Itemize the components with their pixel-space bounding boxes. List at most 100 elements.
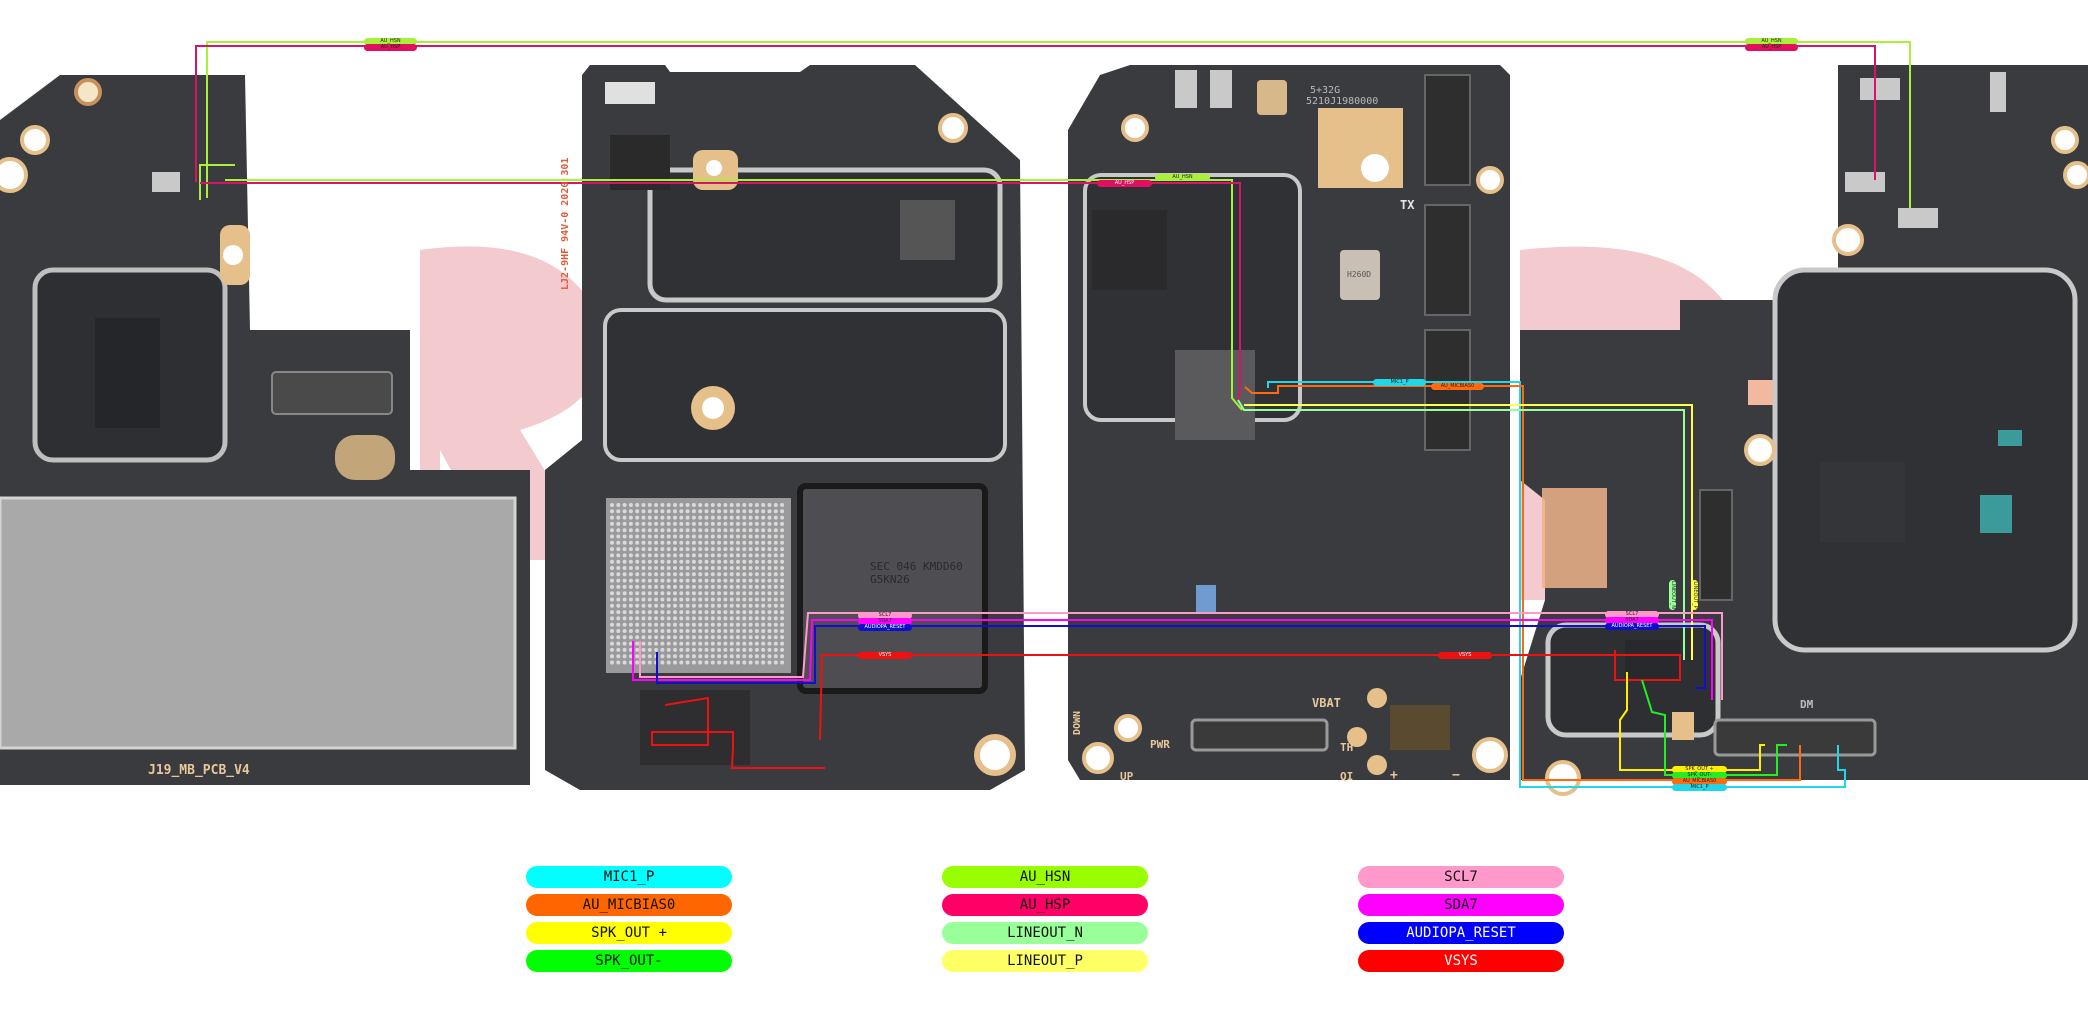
bga-ball [736, 503, 740, 507]
trace-audiopa-reset [656, 625, 1706, 689]
bga-ball [723, 622, 728, 627]
bga-ball [616, 610, 621, 615]
pmic-chip [1820, 462, 1905, 542]
bga-ball [679, 566, 684, 570]
bga-ball [767, 540, 772, 545]
bga-ball [685, 629, 690, 633]
bga-ball [754, 521, 759, 526]
bga-ball [685, 660, 690, 665]
bga-ball [698, 566, 703, 570]
bga-ball [641, 578, 646, 583]
bga-ball [679, 559, 684, 564]
bga-ball [704, 597, 709, 602]
bga-ball [691, 603, 696, 608]
bga-ball [754, 578, 759, 583]
tag-scl7-right: SCL7 [1605, 611, 1659, 618]
tag-lineout-n: LINEOUT_N [1669, 580, 1676, 610]
trace-spk-out-n [1641, 679, 1787, 776]
bga-ball [673, 559, 677, 564]
bga-ball [780, 521, 785, 526]
bga-ball [723, 534, 728, 539]
bga-ball [673, 521, 677, 526]
bga-ball [691, 641, 696, 646]
bga-ball [698, 635, 703, 640]
bga-ball [704, 528, 709, 533]
silk-minus: − [1452, 768, 1460, 783]
mount-hole [1744, 434, 1776, 466]
bga-ball [704, 610, 709, 615]
bga-ball [748, 641, 753, 646]
silk-down: DOWN [1072, 710, 1083, 735]
bga-ball [710, 553, 715, 558]
bga-ball [742, 578, 747, 583]
bga-ball [666, 553, 671, 558]
bga-ball [647, 597, 652, 602]
bga-ball [666, 566, 671, 570]
bga-ball [628, 660, 633, 665]
mount-hole [1832, 224, 1864, 256]
bga-ball [717, 578, 722, 583]
mount-hole [1114, 714, 1142, 742]
bga-ball [761, 521, 766, 526]
bga-ball [635, 572, 640, 577]
bga-ball [691, 534, 696, 539]
bga-ball [698, 521, 703, 526]
connector-small [610, 135, 670, 190]
bga-ball [622, 528, 627, 533]
blue-capacitor [1196, 585, 1216, 613]
bga-ball [616, 528, 621, 533]
bga-ball [685, 654, 690, 659]
bga-ball [698, 660, 703, 665]
bga-ball [622, 622, 627, 627]
legend-item-audiopa-reset: AUDIOPA_RESET [1358, 922, 1564, 944]
bga-ball [723, 603, 728, 608]
bga-ball [704, 515, 709, 520]
bga-ball [616, 534, 621, 539]
bga-ball [622, 515, 627, 520]
bga-ball [679, 509, 684, 514]
bga-ball [647, 647, 652, 652]
mount-hole [1121, 114, 1149, 142]
bga-ball [691, 572, 696, 577]
screw-hole [702, 397, 724, 419]
bga-ball [761, 578, 766, 583]
connector-dm [1713, 718, 1877, 757]
bga-ball [673, 622, 677, 627]
bga-ball [710, 629, 715, 633]
bga-ball [622, 584, 627, 589]
bga-ball [628, 616, 633, 621]
bga-ball [647, 540, 652, 545]
bga-ball [736, 629, 740, 633]
bga-ball [616, 521, 621, 526]
bga-ball [742, 610, 747, 615]
bga-ball [754, 629, 759, 633]
gold-pad-large [1318, 108, 1403, 188]
bga-ball [610, 635, 614, 640]
bga-ball [628, 547, 633, 552]
bga-ball [635, 553, 640, 558]
bga-ball [654, 591, 659, 596]
bga-ball [754, 622, 759, 627]
bga-ball [673, 578, 677, 583]
bga-ball [641, 503, 646, 507]
bga-ball [635, 635, 640, 640]
bga-ball [723, 547, 728, 552]
bga-ball [610, 597, 614, 602]
bga-ball [723, 515, 728, 520]
bga-ball [685, 521, 690, 526]
bga-ball [773, 629, 778, 633]
bga-ball [773, 566, 778, 570]
bga-ball [710, 660, 715, 665]
bga-ball [767, 584, 772, 589]
bga-ball [654, 610, 659, 615]
bga-ball [736, 641, 740, 646]
bga-ball [742, 515, 747, 520]
bga-ball [654, 515, 659, 520]
bga-ball [723, 584, 728, 589]
silk-ram-size: 5+32G [1310, 85, 1341, 96]
tag-spk-out-n: SPK_OUT- [1672, 772, 1727, 779]
bga-ball [654, 597, 659, 602]
bga-grid [900, 200, 955, 260]
bga-ball [647, 559, 652, 564]
bga-ball [660, 534, 665, 539]
